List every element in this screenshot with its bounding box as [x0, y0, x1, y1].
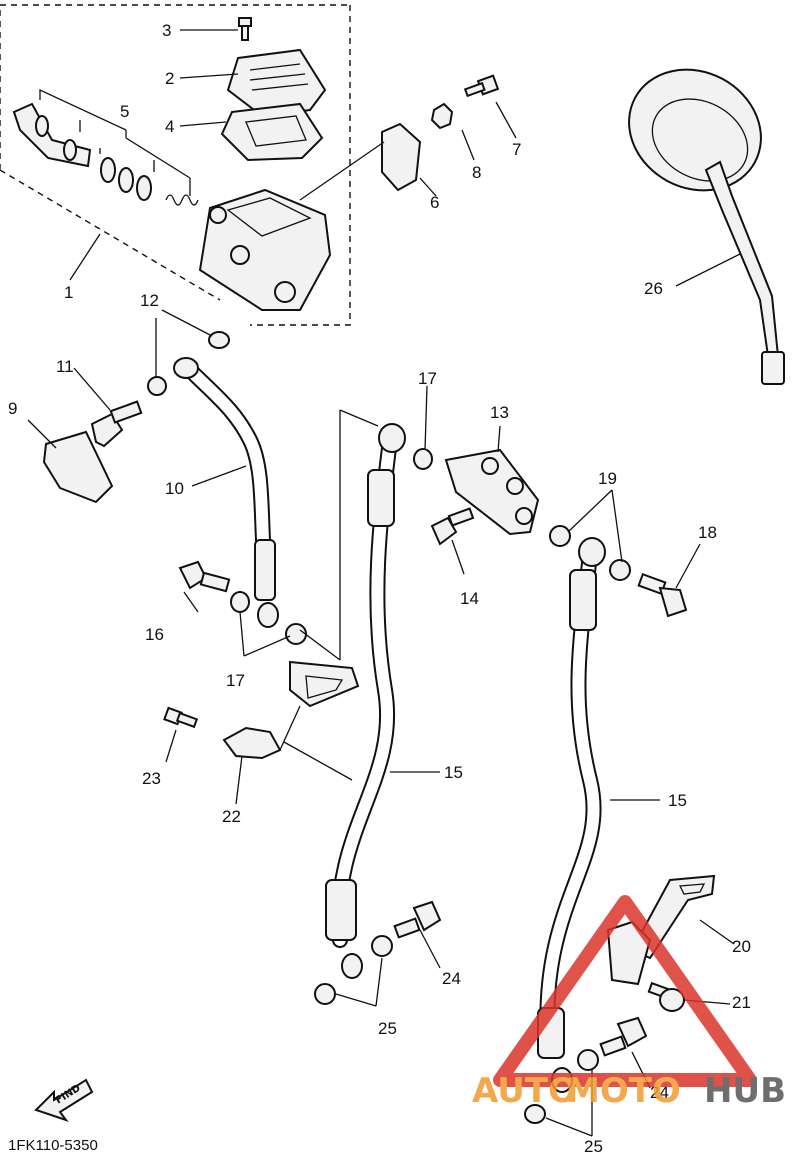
part-13-brake-joint [444, 448, 540, 536]
part-21-bolt [647, 981, 685, 1012]
part-5-piston-kit [12, 88, 199, 206]
part-10-brake-hose [173, 357, 279, 628]
watermark-text-moto: MOTO [566, 1071, 681, 1111]
part-23-bolt [163, 706, 199, 729]
part-24-bolt-left [393, 900, 442, 939]
callout-9: 9 [8, 399, 17, 418]
part-18-banjo-bolt [637, 572, 688, 618]
part-26-mirror [628, 68, 785, 385]
part-24-bolt-right [599, 1016, 648, 1057]
callout-18: 18 [698, 523, 717, 542]
callout-13: 13 [490, 403, 509, 422]
part-25-washer-c [577, 1049, 599, 1071]
watermark-logo: AUTO MOTO HUB [472, 895, 786, 1111]
callout-labels: 3 2 4 5 6 7 8 1 12 11 9 10 16 17 17 13 1… [8, 21, 751, 1154]
callout-25-left: 25 [378, 1019, 397, 1038]
callout-15-right: 15 [668, 791, 687, 810]
part-15-brake-hose-left [325, 423, 406, 979]
callout-24-left: 24 [442, 969, 461, 988]
part-7-bolt [463, 74, 500, 98]
part-12-washer [208, 331, 230, 349]
part-17-washer-b [285, 623, 307, 645]
callout-1: 1 [64, 283, 73, 302]
callout-24-right: 24 [650, 1083, 669, 1102]
part-19-washer-b [609, 559, 631, 581]
callout-25-right: 25 [584, 1137, 603, 1154]
part-1-master-cylinder-body [198, 188, 332, 311]
part-25-washer-b [314, 983, 336, 1005]
callout-26: 26 [644, 279, 663, 298]
callout-11: 11 [56, 357, 74, 376]
watermark-triangle [493, 895, 757, 1087]
find-arrow-icon: FIND [34, 1078, 94, 1122]
part-2-reservoir-cap [226, 48, 327, 118]
part-14-bolt [430, 507, 475, 546]
callout-22: 22 [222, 807, 241, 826]
part-3-screw [238, 17, 252, 41]
callout-10: 10 [165, 479, 184, 498]
watermark-text-hub: HUB [704, 1071, 786, 1111]
part-19-washer-a [549, 525, 571, 547]
part-25-washer-a [371, 935, 393, 957]
callout-21: 21 [732, 993, 751, 1012]
callout-17-bottom: 17 [226, 671, 245, 690]
callout-8: 8 [472, 163, 481, 182]
watermark-text-auto: AUTO [472, 1071, 577, 1111]
part-17-washer-a [230, 591, 250, 613]
part-8-nut [430, 102, 454, 130]
callout-7: 7 [512, 140, 521, 159]
part-17-washer-c [413, 448, 433, 470]
callout-16: 16 [145, 625, 164, 644]
part-9-cap [42, 430, 114, 504]
part-20-hose-guide [606, 874, 716, 986]
diagram-code: 1FK110-5350 [8, 1137, 98, 1154]
part-11-banjo-bolt [90, 400, 143, 448]
part-12-washer-b [147, 376, 167, 396]
part-4-diaphragm [220, 102, 324, 162]
part-25-washer-d [524, 1104, 546, 1124]
callout-6: 6 [430, 193, 439, 212]
callout-14: 14 [460, 589, 479, 608]
callout-20: 20 [732, 937, 751, 956]
callout-19: 19 [598, 469, 617, 488]
part-16-banjo-bolt [178, 560, 231, 593]
callout-4: 4 [165, 117, 174, 136]
callout-23: 23 [142, 769, 161, 788]
part-6-clamp [381, 122, 422, 192]
leader-lines [27, 29, 741, 1137]
part-22-hose-clamp [222, 660, 360, 760]
master-cylinder-assembly-box [0, 4, 351, 326]
callout-3: 3 [162, 21, 171, 40]
callout-17-top: 17 [418, 369, 437, 388]
callout-2: 2 [165, 69, 174, 88]
callout-5: 5 [120, 102, 129, 121]
callout-12: 12 [140, 291, 159, 310]
callout-15-left: 15 [444, 763, 463, 782]
